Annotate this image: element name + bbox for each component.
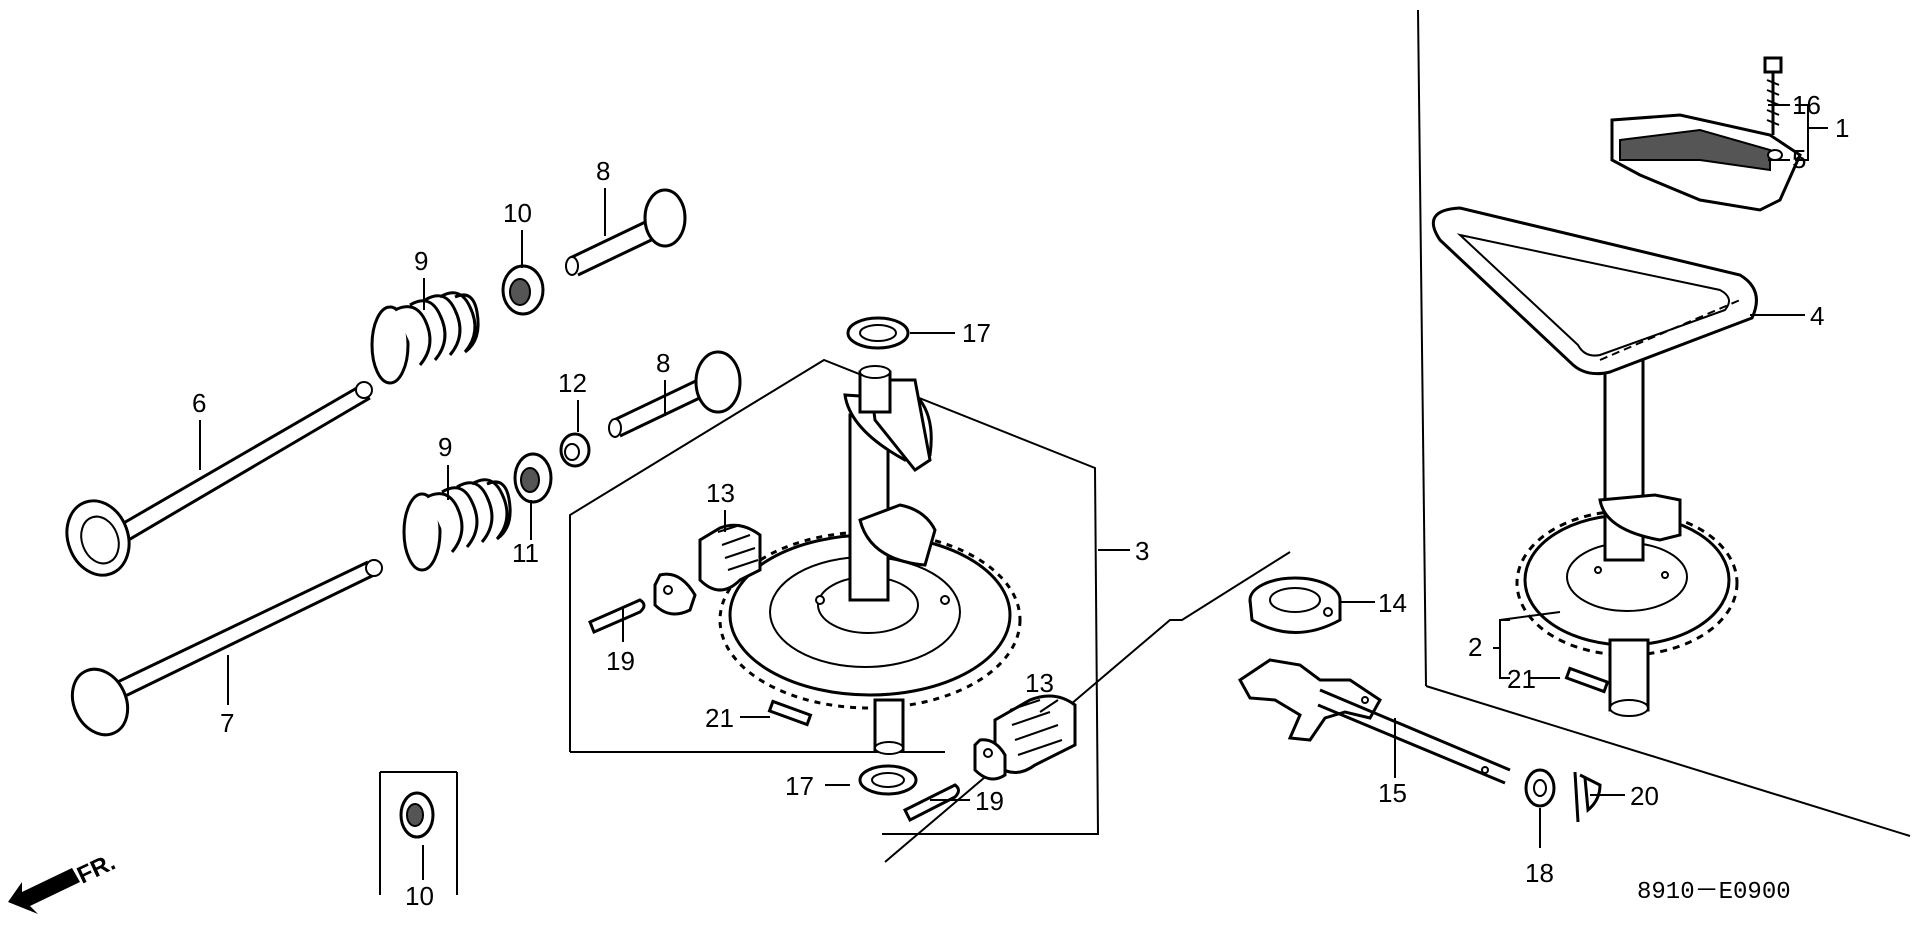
callout-16: 16 — [1792, 90, 1821, 120]
valve-lifter-lower — [608, 350, 742, 438]
camshaft-gear — [718, 365, 1022, 755]
callout-13-upper: 13 — [706, 478, 735, 508]
valve-spring-upper — [370, 291, 480, 385]
governor-holder — [1248, 576, 1342, 634]
leader-lines — [199, 104, 1828, 880]
thrust-washer-upper — [846, 316, 910, 350]
valve-retainer-upper — [501, 264, 545, 316]
decompressor-plate-upper — [653, 572, 697, 616]
callout-9-lower: 9 — [438, 432, 452, 462]
callout-17-upper: 17 — [962, 318, 991, 348]
callout-18: 18 — [1525, 858, 1554, 888]
callout-2: 2 — [1468, 632, 1482, 662]
callout-3: 3 — [1135, 536, 1149, 566]
callout-4: 4 — [1810, 301, 1824, 331]
callout-1: 1 — [1835, 113, 1849, 143]
valve-retainer-inset — [379, 771, 458, 895]
governor-clip — [1573, 771, 1602, 823]
panel-divider-diagonal — [1425, 685, 1911, 837]
callout-19-upper: 19 — [606, 646, 635, 676]
breather-bolt — [1763, 56, 1783, 135]
dowel-pin-left — [767, 699, 813, 727]
decompressor-weight-upper — [698, 523, 762, 592]
camshaft-group-bracket — [569, 358, 1100, 835]
front-direction-arrow-icon — [8, 868, 80, 914]
valve-retainer-lower — [513, 452, 553, 504]
callout-10-lower: 10 — [405, 881, 434, 911]
callout-21-left: 21 — [705, 703, 734, 733]
decompressor-plate-lower — [973, 738, 1007, 781]
callout-9-upper: 9 — [414, 246, 428, 276]
timing-chain — [1431, 206, 1758, 376]
callout-20: 20 — [1630, 781, 1659, 811]
cotter-pin-lower — [902, 783, 960, 823]
callout-8-upper: 8 — [596, 156, 610, 186]
callout-10-upper: 10 — [503, 198, 532, 228]
valve-intake — [70, 559, 383, 737]
callout-15: 15 — [1378, 778, 1407, 808]
callout-19-lower: 19 — [975, 786, 1004, 816]
breather-cover — [1610, 113, 1802, 212]
thrust-washer-lower — [858, 764, 918, 796]
callout-labels: 1 16 5 4 2 21 3 6 7 8 8 9 9 10 10 11 12 … — [192, 90, 1849, 911]
callout-21-right: 21 — [1507, 664, 1536, 694]
drawing-code: 8910－E0900 — [1637, 879, 1791, 906]
valve-exhaust — [65, 381, 373, 577]
front-direction-label: FR. — [73, 849, 119, 890]
callout-8-lower: 8 — [656, 348, 670, 378]
governor-washer — [1524, 768, 1556, 808]
callout-6: 6 — [192, 388, 206, 418]
callout-14: 14 — [1378, 588, 1407, 618]
panel-divider-vertical — [1417, 9, 1427, 687]
dowel-pin-right — [1564, 666, 1610, 694]
callout-11: 11 — [512, 538, 539, 568]
valve-spring-lower — [402, 478, 512, 572]
valve-lifter-upper — [565, 188, 687, 277]
callout-17-lower: 17 — [785, 771, 814, 801]
callout-5: 5 — [1792, 144, 1806, 174]
decompressor-weight-lower — [993, 694, 1077, 774]
callout-13-lower: 13 — [1025, 668, 1054, 698]
callout-12: 12 — [558, 368, 587, 398]
valve-stem-seal — [559, 432, 591, 468]
cotter-pin-upper — [588, 598, 646, 634]
governor-arm — [1238, 658, 1511, 785]
callout-7: 7 — [220, 708, 234, 738]
